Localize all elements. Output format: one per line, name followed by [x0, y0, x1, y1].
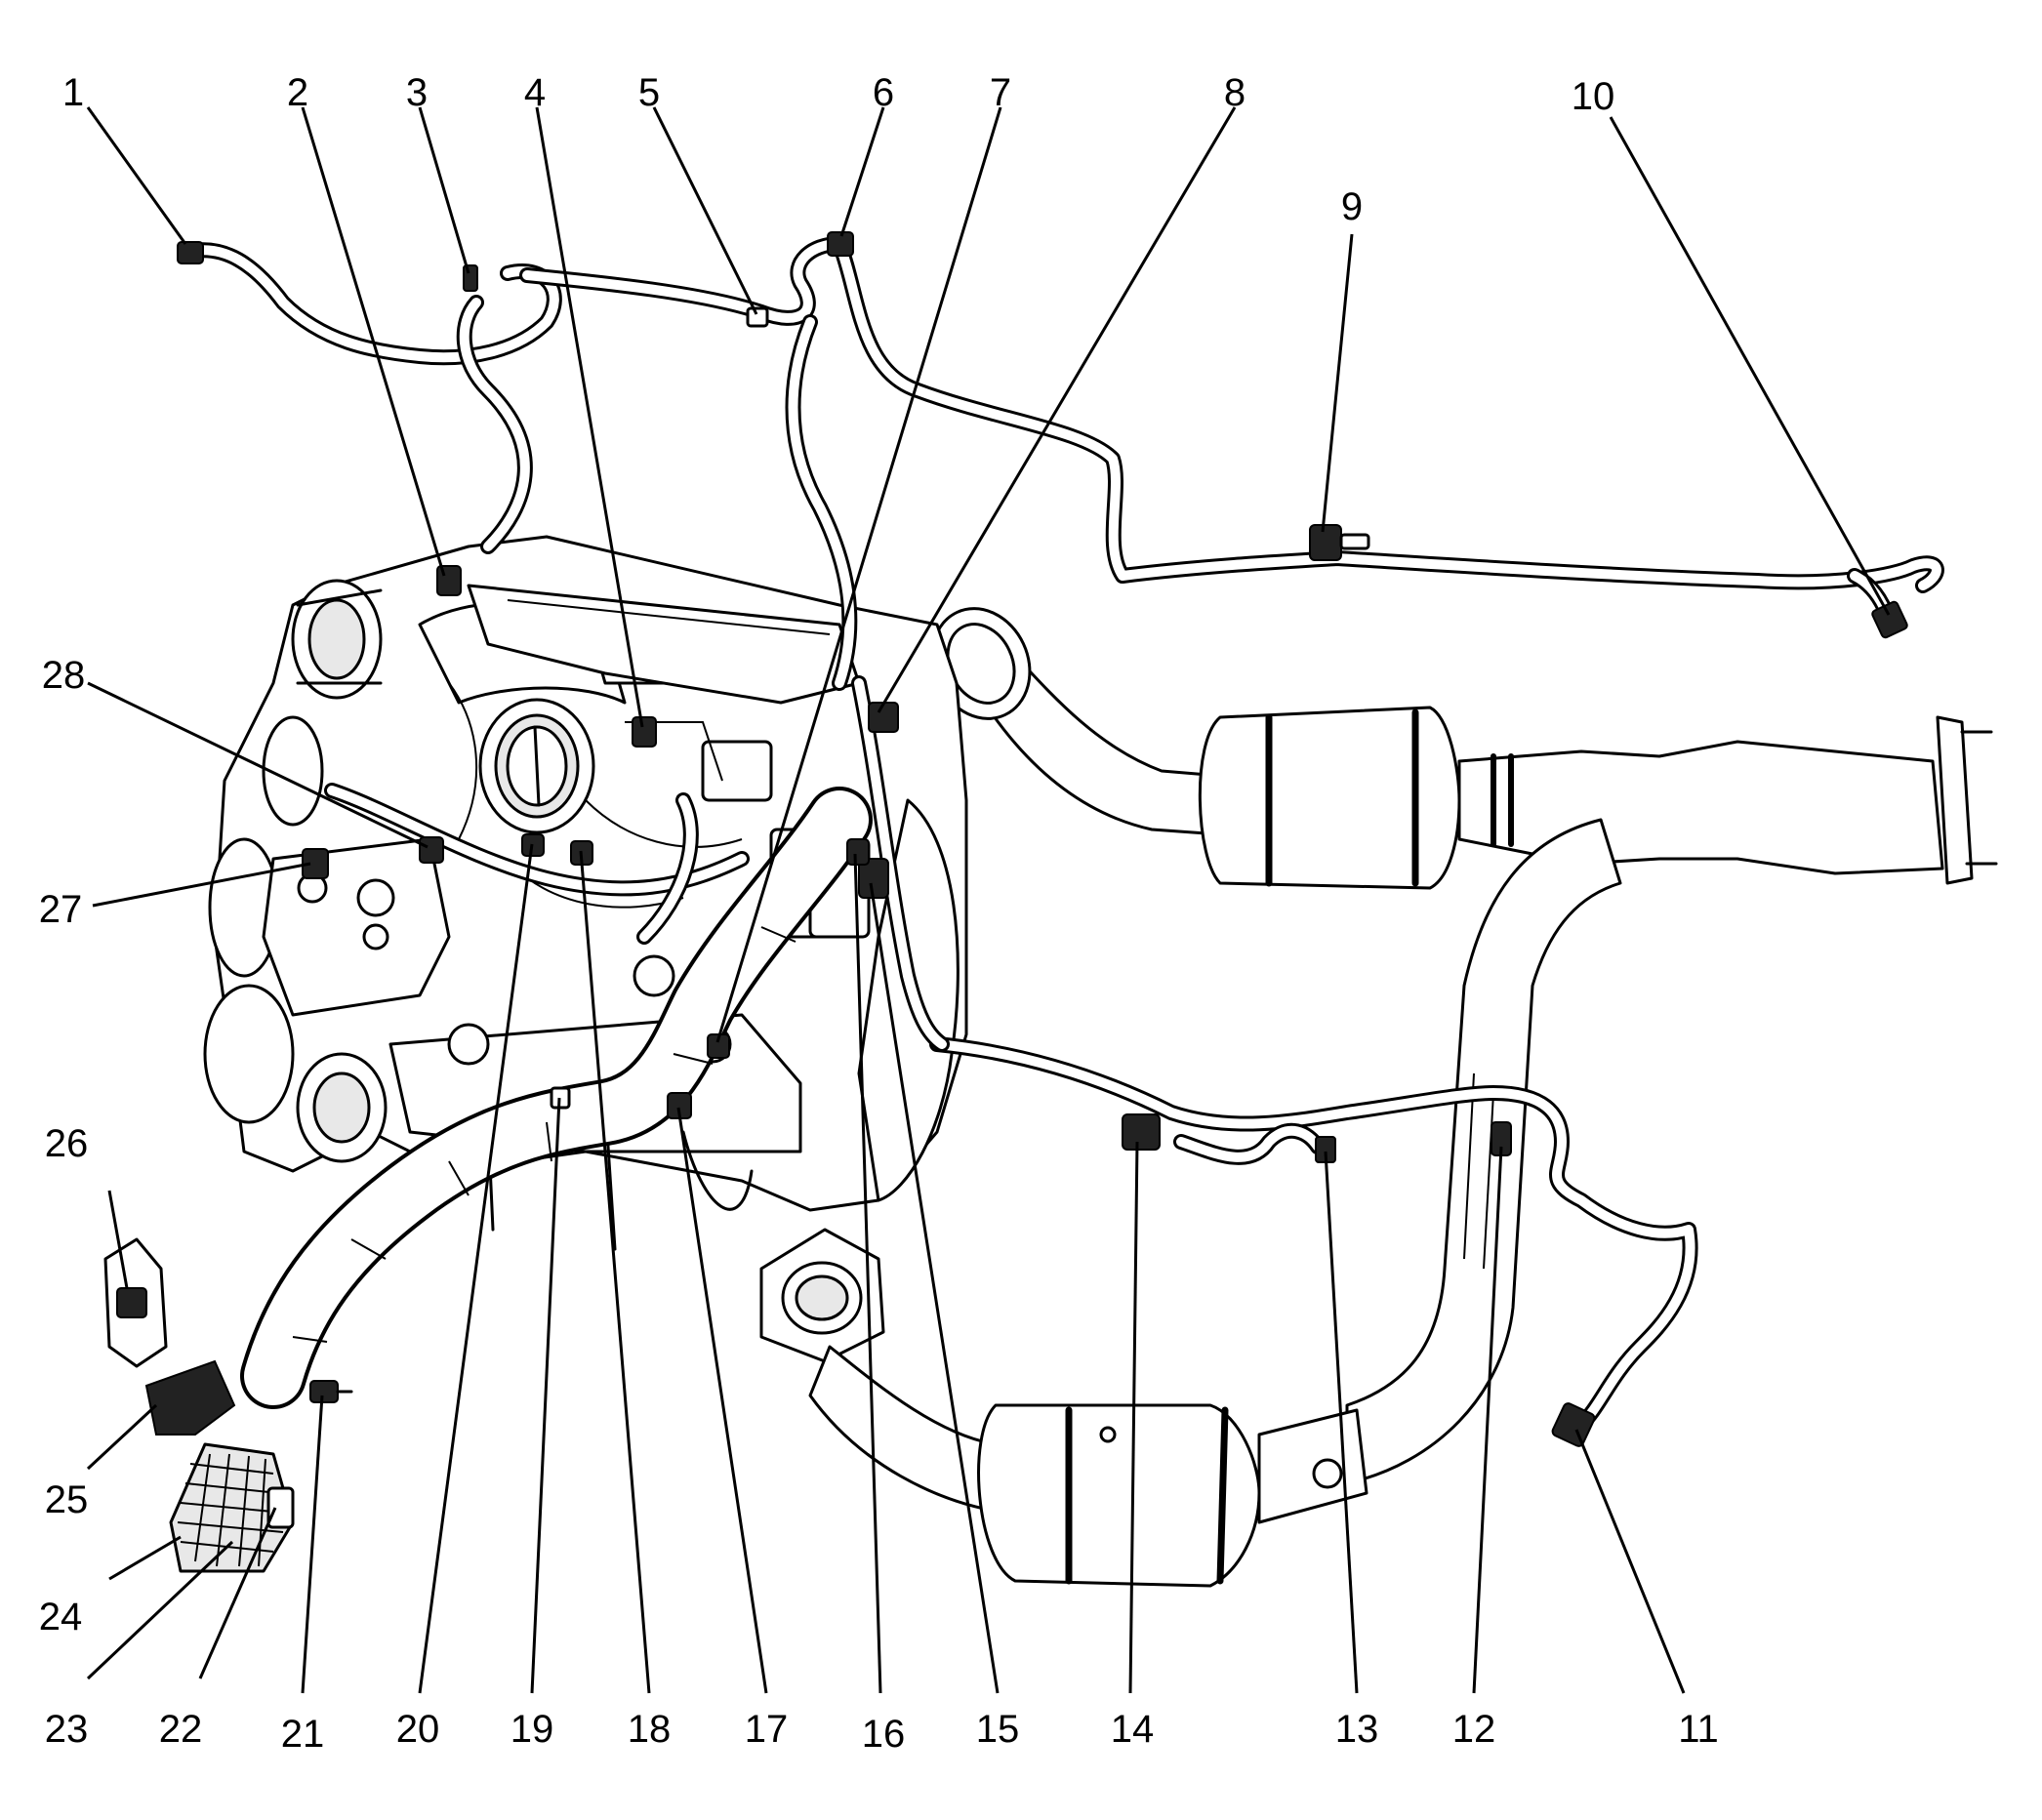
leader-lines [86, 106, 1891, 1694]
lower-catalytic-converter [977, 1403, 1261, 1588]
connector-4 [632, 716, 657, 748]
callout-26: 26 [45, 1122, 89, 1165]
callout-23: 23 [45, 1708, 89, 1751]
connector-1 [177, 241, 204, 264]
callout-2: 2 [287, 71, 308, 114]
connectors [103, 231, 1908, 1573]
callout-1: 1 [62, 71, 84, 114]
callout-8: 8 [1224, 71, 1246, 114]
connector-5 [746, 306, 769, 328]
connector-3 [463, 264, 478, 292]
callout-7: 7 [990, 71, 1011, 114]
connector-28 [419, 836, 444, 864]
callout-16: 16 [862, 1713, 906, 1756]
callout-17: 17 [745, 1708, 789, 1751]
connector-11 [1551, 1402, 1596, 1447]
connector-14 [1122, 1113, 1161, 1151]
connector-27 [302, 848, 329, 879]
callout-4: 4 [524, 71, 546, 114]
connector-16 [846, 838, 870, 866]
callout-6: 6 [873, 71, 894, 114]
callout-20: 20 [396, 1708, 440, 1751]
connector-21 [309, 1380, 339, 1403]
callout-15: 15 [976, 1708, 1020, 1751]
callout-19: 19 [510, 1708, 554, 1751]
callout-14: 14 [1111, 1708, 1155, 1751]
callout-labels: 1 2 3 4 5 6 7 8 9 10 11 12 13 14 15 16 1… [39, 71, 1719, 1756]
callout-10: 10 [1572, 75, 1615, 118]
connector-9 [1309, 524, 1342, 561]
callout-3: 3 [406, 71, 428, 114]
exhaust-system [759, 607, 1998, 1588]
connector-8 [868, 702, 899, 733]
callout-12: 12 [1452, 1708, 1496, 1751]
callout-28: 28 [42, 654, 86, 697]
callout-22: 22 [159, 1708, 203, 1751]
connector-6 [827, 231, 854, 257]
callout-9: 9 [1341, 185, 1363, 228]
upper-catalytic-converter [1198, 706, 1461, 890]
callout-13: 13 [1335, 1708, 1379, 1751]
connector-25 [144, 1359, 236, 1436]
callout-18: 18 [628, 1708, 672, 1751]
callout-25: 25 [45, 1478, 89, 1521]
callout-24: 24 [39, 1596, 83, 1638]
callout-5: 5 [638, 71, 660, 114]
connector-2 [436, 565, 462, 596]
callout-21: 21 [281, 1713, 325, 1756]
callout-27: 27 [39, 888, 83, 931]
callout-11: 11 [1678, 1708, 1719, 1751]
